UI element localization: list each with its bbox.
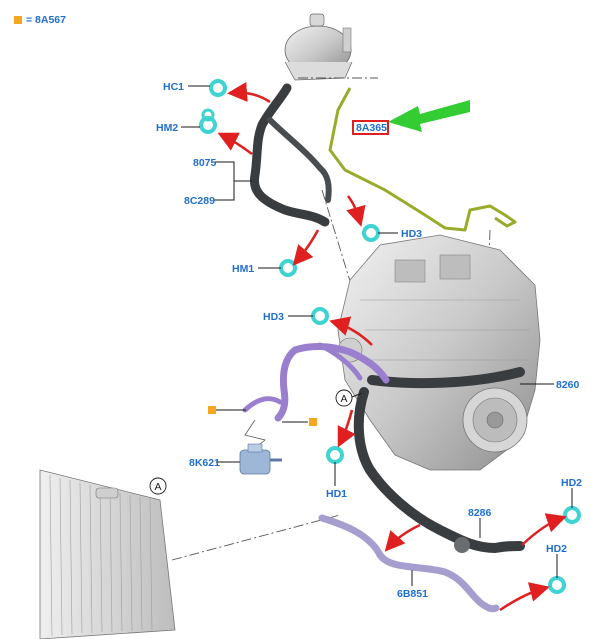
marker-8a567-left <box>208 406 216 414</box>
label-8260: 8260 <box>556 379 580 391</box>
legend: = 8A567 <box>14 14 66 26</box>
label-8c289: 8C289 <box>184 195 215 207</box>
engine <box>337 234 541 471</box>
arrow-hd1 <box>337 409 356 448</box>
clip-hd3-mid <box>311 307 329 325</box>
leader-callout-a1 <box>351 392 363 398</box>
label-8075: 8075 <box>193 157 217 169</box>
label-hm1: HM1 <box>232 263 254 275</box>
label-8k621: 8K621 <box>189 457 220 469</box>
label-hd3-mid: HD3 <box>263 311 284 323</box>
label-hd3-top: HD3 <box>401 228 422 240</box>
radiator <box>39 469 176 639</box>
degas-line-8a365 <box>328 87 517 232</box>
pump-8k621 <box>239 419 282 475</box>
centerline-radiator <box>171 514 341 561</box>
clip-hd2-b <box>548 576 566 594</box>
label-hm2: HM2 <box>156 122 178 134</box>
hose-8075 <box>249 83 332 227</box>
arrow-hd3-top <box>346 195 366 227</box>
callout-a1: A <box>340 393 347 405</box>
clip-hd1 <box>326 446 344 464</box>
label-hd2-a: HD2 <box>561 477 582 489</box>
arrow-hm2 <box>217 132 253 156</box>
hose-purple-assembly <box>242 342 390 422</box>
callout-a1-circle <box>335 389 353 407</box>
label-8286: 8286 <box>468 507 492 519</box>
expansion-tank <box>284 13 353 81</box>
callout-a2-circle <box>149 477 167 495</box>
label-6b851: 6B851 <box>397 588 428 600</box>
hose-8286 <box>353 387 525 554</box>
arrow-hm1 <box>292 229 320 266</box>
legend-text: = 8A567 <box>26 14 66 26</box>
arrow-6b851 <box>384 523 421 552</box>
clip-hc1 <box>209 79 227 97</box>
hose-8286-fitting <box>454 537 470 553</box>
arrow-hc1 <box>227 81 271 104</box>
arrow-hd2-a <box>521 513 567 546</box>
clip-hm2 <box>199 108 217 134</box>
label-hc1: HC1 <box>163 81 184 93</box>
highlight-arrow <box>388 100 470 132</box>
clip-hd2-a <box>563 506 581 524</box>
marker-8a567-right <box>309 418 317 426</box>
callout-a2: A <box>154 481 161 493</box>
highlight-box-8a365 <box>352 120 389 135</box>
hose-6b851 <box>318 514 500 613</box>
arrow-hd2-b <box>499 582 550 612</box>
clip-hm1 <box>279 259 297 277</box>
clip-hd3-top <box>362 224 380 242</box>
leader-8075-8c289 <box>214 161 252 201</box>
label-hd2-b: HD2 <box>546 543 567 555</box>
label-8a365: 8A365 <box>356 122 387 134</box>
label-hd1: HD1 <box>326 488 347 500</box>
arrow-hd3-mid <box>329 316 373 346</box>
legend-marker <box>14 16 22 24</box>
